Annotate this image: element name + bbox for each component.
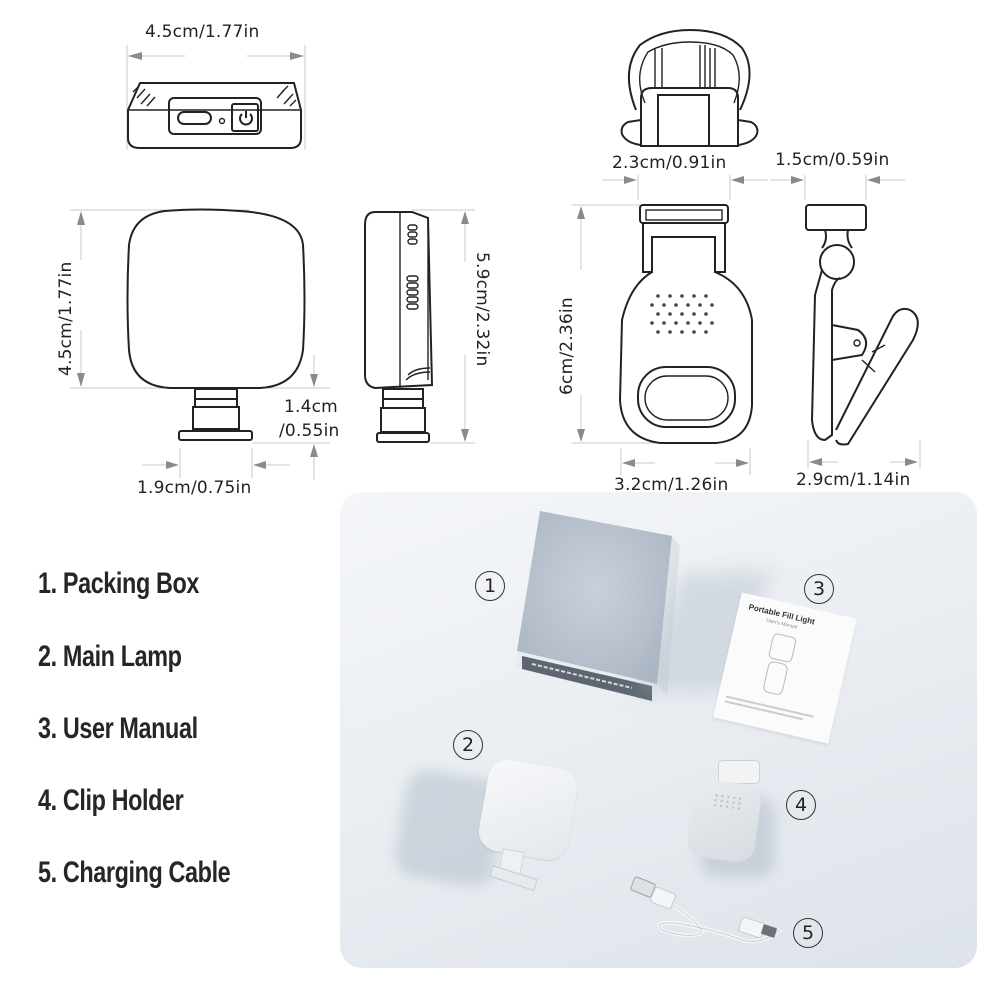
clip-holder-top (718, 760, 760, 784)
packing-box (512, 506, 682, 706)
base-height-label-line2: /0.55in (279, 421, 340, 441)
charging-cable (630, 876, 784, 944)
main-lamp (475, 756, 581, 864)
power-icon (239, 111, 253, 126)
package-item-user-manual: 3. User Manual (38, 712, 198, 745)
base-height-label-line1: 1.4cm (284, 397, 338, 417)
base-width-label: 1.9cm/0.75in (137, 478, 252, 498)
top-width-label: 4.5cm/1.77in (145, 22, 260, 42)
package-item-packing-box: 1. Packing Box (38, 567, 200, 600)
package-item-clip-holder: 4. Clip Holder (38, 784, 184, 817)
clip-side-width-label: 2.9cm/1.14in (796, 470, 911, 490)
clip-width-label: 3.2cm/1.26in (614, 475, 729, 495)
product-photo-panel: Portable Fill Light User's Manual 1 2 3 … (340, 492, 977, 968)
marker-1: 1 (475, 571, 505, 601)
marker-3: 3 (804, 574, 834, 604)
package-item-main-lamp: 2. Main Lamp (38, 640, 182, 673)
clip-holder (684, 777, 764, 865)
clip-top-width-label: 2.3cm/0.91in (612, 153, 727, 173)
package-item-charging-cable: 5. Charging Cable (38, 856, 231, 889)
marker-4: 4 (786, 790, 816, 820)
marker-2: 2 (453, 730, 483, 760)
marker-5: 5 (793, 918, 823, 948)
clip-side-depth-label: 1.5cm/0.59in (775, 150, 890, 170)
